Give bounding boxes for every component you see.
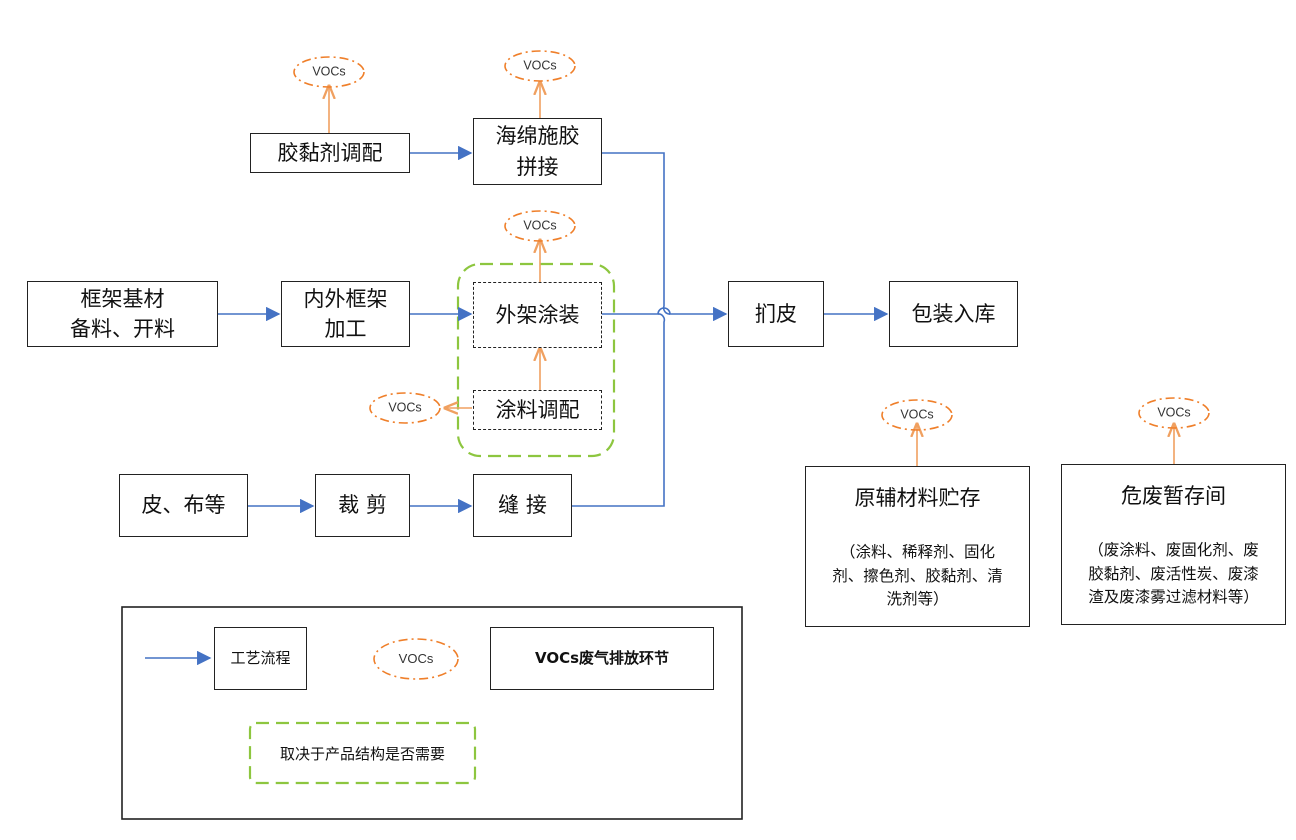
- node-label: 皮、布等: [141, 493, 226, 518]
- voc-label-adhesive: VOCs: [312, 64, 346, 79]
- voc-label-mixing: VOCs: [388, 400, 422, 415]
- node-label: 扪皮: [755, 301, 797, 326]
- flow-sponge-to-upholstery: [602, 152, 671, 315]
- node-sponge-gluing: 海绵施胶 拼接: [473, 118, 602, 185]
- optional-region-outline: [456, 262, 616, 458]
- storage-title: 原辅材料贮存: [854, 486, 981, 510]
- storage-note-line-1: （废涂料、废固化剂、废: [1088, 541, 1259, 560]
- node-cutting: 裁 剪: [315, 474, 410, 537]
- legend-optional-label: 取决于产品结构是否需要: [279, 745, 445, 763]
- storage-note-line-2: 胶黏剂、废活性炭、废漆: [1088, 564, 1259, 583]
- voc-ellipse-mixing: [369, 392, 441, 424]
- legend-process-flow-box: 工艺流程: [214, 627, 307, 690]
- legend-voc-label: VOCs: [398, 651, 434, 667]
- voc-ellipse-sponge: [504, 50, 576, 82]
- node-outer-coating: 外架涂装: [473, 282, 602, 348]
- voc-ellipse-coating: [504, 210, 576, 242]
- voc-label-coating: VOCs: [523, 218, 557, 233]
- node-coating-mixing: 涂料调配: [473, 390, 602, 430]
- storage-note-line-2: 剂、擦色剂、胶黏剂、清: [832, 566, 1003, 585]
- voc-label-waste-storage: VOCs: [1157, 405, 1191, 420]
- legend-process-flow-label: 工艺流程: [230, 648, 291, 667]
- voc-label-sponge: VOCs: [523, 58, 557, 73]
- storage-raw-materials: 原辅材料贮存 （涂料、稀释剂、固化 剂、擦色剂、胶黏剂、清 洗剂等）: [805, 466, 1030, 627]
- legend-frame: [121, 606, 743, 820]
- node-label-line-2: 拼接: [516, 154, 559, 179]
- node-label: 裁 剪: [338, 493, 387, 518]
- legend-voc-emission-box: VOCs废气排放环节: [490, 627, 714, 690]
- flow-sewing-to-upholstery: [572, 313, 666, 507]
- storage-note-line-1: （涂料、稀释剂、固化: [839, 543, 995, 562]
- node-label: 包装入库: [911, 301, 996, 326]
- storage-note-line-3: 渣及废漆雾过滤材料等）: [1088, 587, 1259, 606]
- storage-note-line-3: 洗剂等）: [886, 589, 949, 608]
- storage-hazardous-waste: 危废暂存间 （废涂料、废固化剂、废 胶黏剂、废活性炭、废漆 渣及废漆雾过滤材料等…: [1061, 464, 1286, 625]
- node-adhesive-mixing: 胶黏剂调配: [250, 133, 410, 173]
- node-label-line-1: 框架基材: [80, 286, 165, 311]
- voc-ellipse-waste-storage: [1138, 397, 1210, 429]
- node-frame-processing: 内外框架 加工: [281, 281, 410, 347]
- voc-label-raw-storage: VOCs: [900, 407, 934, 422]
- voc-ellipse-adhesive: [293, 56, 365, 88]
- node-label-line-2: 加工: [324, 317, 367, 341]
- node-packaging: 包装入库: [889, 281, 1018, 347]
- node-frame-material: 框架基材 备料、开料: [27, 281, 218, 347]
- node-label-line-1: 内外框架: [303, 286, 388, 311]
- node-label: 胶黏剂调配: [277, 140, 383, 165]
- node-label: 涂料调配: [495, 397, 580, 422]
- node-label-line-1: 海绵施胶: [495, 124, 580, 149]
- node-sewing: 缝 接: [473, 474, 572, 537]
- node-label-line-2: 备料、开料: [70, 317, 175, 341]
- node-upholstery: 扪皮: [728, 281, 824, 347]
- legend-voc-emission-label: VOCs废气排放环节: [534, 648, 670, 667]
- node-label: 外架涂装: [495, 302, 580, 327]
- node-hide-cloth: 皮、布等: [119, 474, 248, 537]
- storage-title: 危废暂存间: [1121, 484, 1226, 508]
- voc-ellipse-raw-storage: [881, 399, 953, 431]
- legend-optional-sample: [248, 721, 477, 785]
- node-label: 缝 接: [498, 493, 547, 518]
- legend-voc-ellipse: [373, 638, 459, 680]
